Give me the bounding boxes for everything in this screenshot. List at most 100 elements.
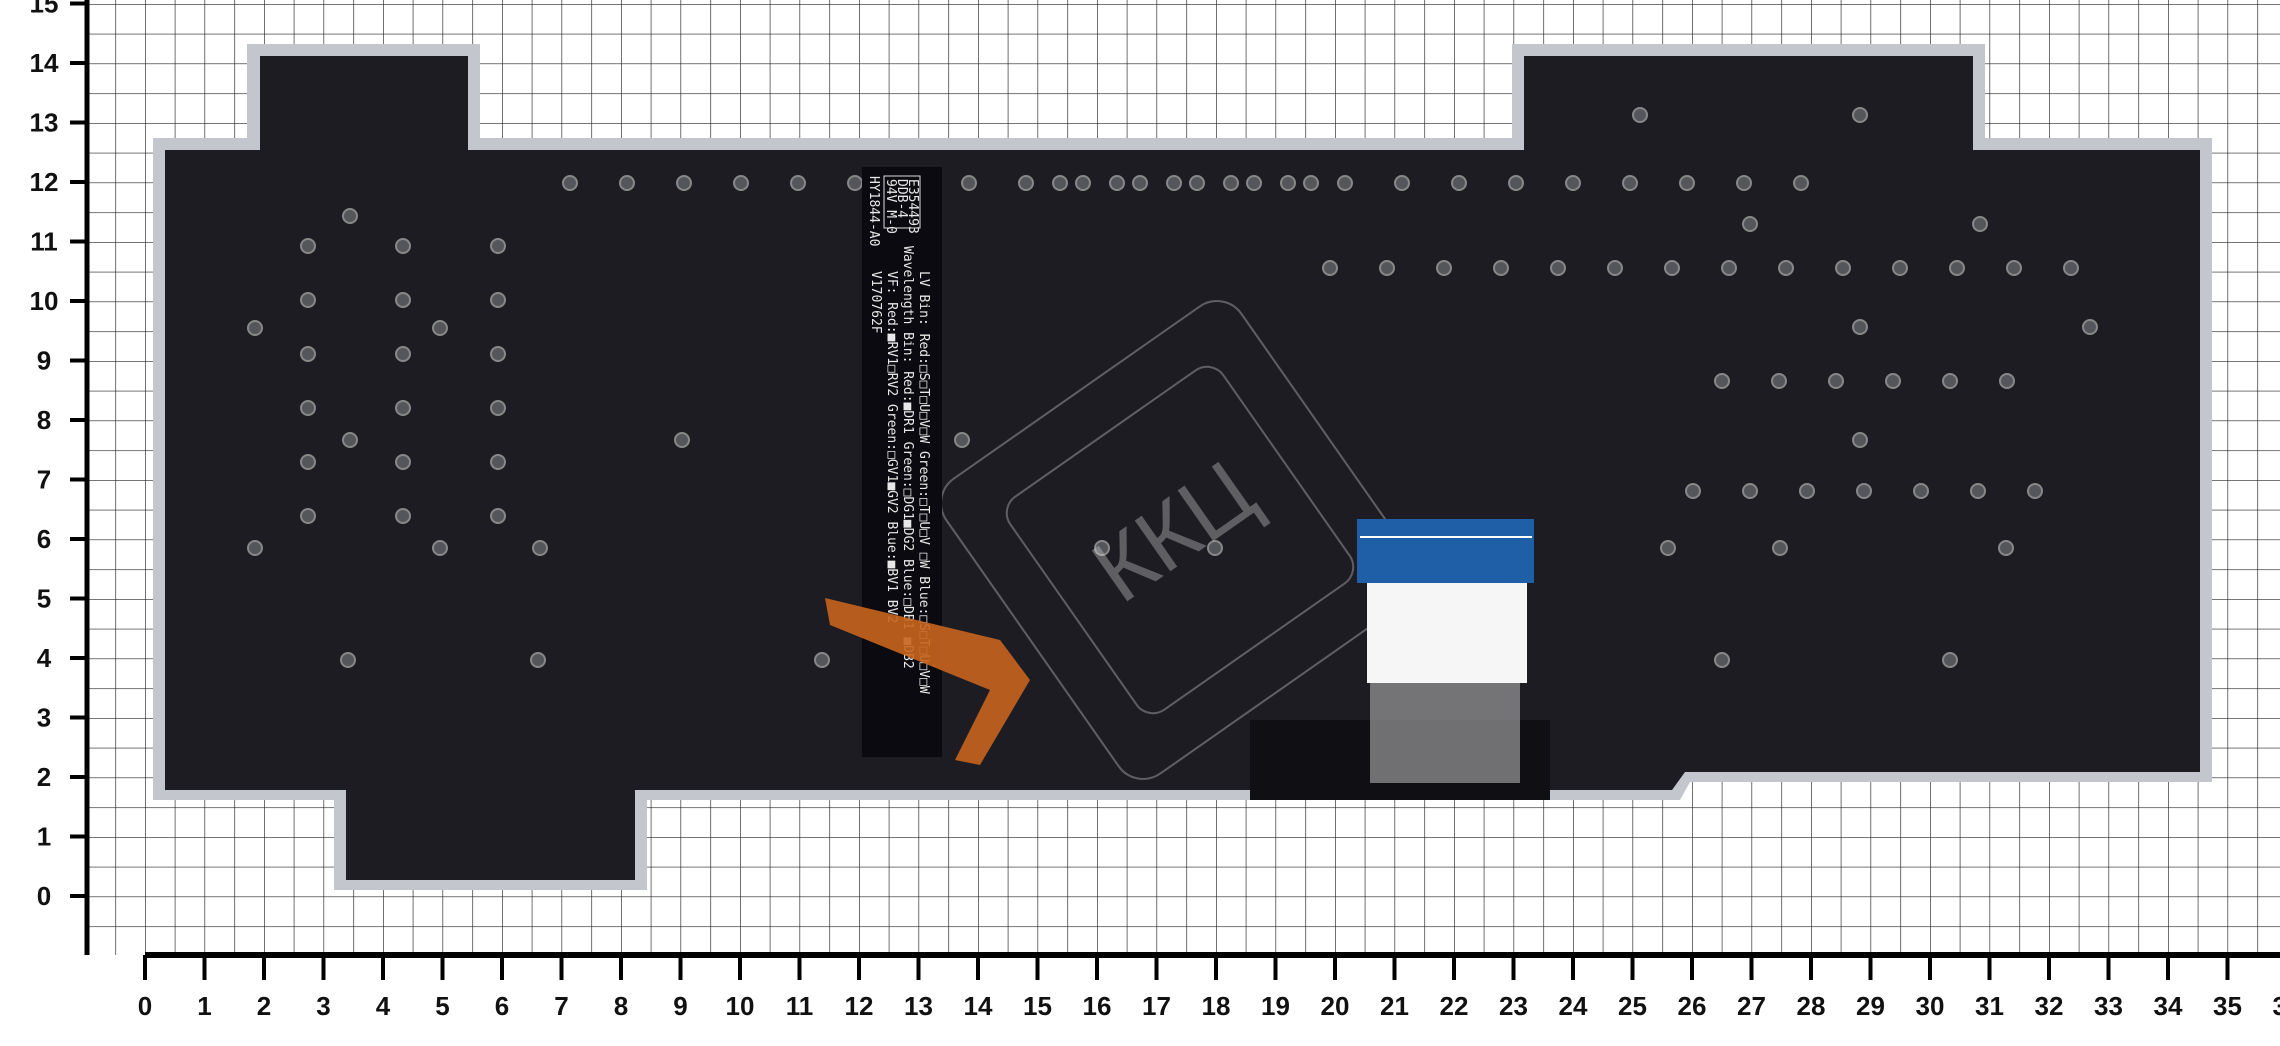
label-box-line-2: DDB-4	[894, 179, 909, 218]
hole	[432, 320, 448, 336]
hole	[1565, 175, 1581, 191]
flex-cable-orange	[825, 598, 1030, 765]
hole	[1246, 175, 1262, 191]
hole	[1736, 175, 1752, 191]
x-tick-label: 16	[1083, 991, 1112, 1021]
x-tick-label: 19	[1261, 991, 1290, 1021]
hole	[1550, 260, 1566, 276]
hole	[395, 238, 411, 254]
hole	[1835, 260, 1851, 276]
hole	[300, 508, 316, 524]
x-tick-label: 12	[845, 991, 874, 1021]
label-text: E354493 DDB-4 94V M-0 HY1844-A0 LV Bin: …	[866, 175, 931, 694]
hole	[1109, 175, 1125, 191]
x-tick-label: 27	[1737, 991, 1766, 1021]
hole	[1660, 540, 1676, 556]
label-model: HY1844-A0	[866, 176, 881, 246]
hole	[2006, 260, 2022, 276]
y-tick-label: 2	[37, 762, 51, 792]
hole	[1714, 652, 1730, 668]
x-tick-label: 8	[614, 991, 628, 1021]
label-vf: VF: Red:■RV1□RV2 Green:□GV1■GV2 Blue:■BV…	[884, 271, 899, 623]
hole	[342, 432, 358, 448]
ribbon-cable	[1250, 519, 1550, 800]
hole	[1685, 483, 1701, 499]
x-tick-label: 22	[1440, 991, 1469, 1021]
x-tick-label: 6	[495, 991, 509, 1021]
hole	[1632, 107, 1648, 123]
hole	[674, 432, 690, 448]
y-tick-label: 0	[37, 881, 51, 911]
label-wavelength-bin: Wavelength Bin: Red:■DR1 Green:□DG1■DG2 …	[900, 246, 915, 669]
hole	[1394, 175, 1410, 191]
y-tick-label: 7	[37, 465, 51, 495]
hole	[1622, 175, 1638, 191]
hole	[1942, 373, 1958, 389]
y-tick-label: 1	[37, 822, 51, 852]
hole	[490, 400, 506, 416]
hole	[490, 346, 506, 362]
hole	[1322, 260, 1338, 276]
y-tick-label: 8	[37, 405, 51, 435]
hole	[247, 320, 263, 336]
hole	[847, 175, 863, 191]
hole	[490, 238, 506, 254]
x-tick-label: 4	[376, 991, 391, 1021]
hole	[1793, 175, 1809, 191]
hole	[340, 652, 356, 668]
hole	[1778, 260, 1794, 276]
y-tick-label: 15	[30, 0, 59, 19]
hole	[1949, 260, 1965, 276]
hole	[1679, 175, 1695, 191]
hole	[247, 540, 263, 556]
hole	[2027, 483, 2043, 499]
hole	[2063, 260, 2079, 276]
hole	[1852, 319, 1868, 335]
hole	[1942, 652, 1958, 668]
x-tick-label: 36	[2273, 991, 2280, 1021]
hole	[2082, 319, 2098, 335]
hole	[1132, 175, 1148, 191]
x-tick-label: 31	[1975, 991, 2004, 1021]
x-tick-label: 30	[1916, 991, 1945, 1021]
hole	[1303, 175, 1319, 191]
hole	[1913, 483, 1929, 499]
hole	[1742, 216, 1758, 232]
hole	[300, 238, 316, 254]
hole	[490, 508, 506, 524]
hole	[300, 454, 316, 470]
x-tick-label: 20	[1321, 991, 1350, 1021]
hole	[1970, 483, 1986, 499]
x-tick-label: 35	[2213, 991, 2242, 1021]
x-tick-label: 29	[1856, 991, 1885, 1021]
x-tick-label: 17	[1142, 991, 1171, 1021]
x-tick-label: 14	[964, 991, 993, 1021]
y-tick-label: 12	[30, 167, 59, 197]
hole	[1714, 373, 1730, 389]
label-sticker: E354493 DDB-4 94V M-0 HY1844-A0 LV Bin: …	[862, 167, 942, 757]
hole	[1664, 260, 1680, 276]
hole	[395, 454, 411, 470]
hole	[1799, 483, 1815, 499]
hole	[814, 652, 830, 668]
hole	[395, 346, 411, 362]
hole	[1166, 175, 1182, 191]
y-tick-label: 9	[37, 346, 51, 376]
hole	[300, 400, 316, 416]
hole	[562, 175, 578, 191]
hole	[530, 652, 546, 668]
y-tick-label: 11	[30, 227, 58, 257]
label-box-line-3: 94V M-0	[883, 179, 898, 234]
hole	[1607, 260, 1623, 276]
hole	[1771, 373, 1787, 389]
y-tick-label: 14	[30, 48, 59, 78]
hole	[790, 175, 806, 191]
x-tick-label: 11	[786, 991, 814, 1021]
x-tick-label: 2	[257, 991, 271, 1021]
keyboard-backplate	[153, 44, 2212, 890]
x-tick-label: 1	[197, 991, 211, 1021]
x-tick-label: 32	[2035, 991, 2064, 1021]
hole	[1493, 260, 1509, 276]
